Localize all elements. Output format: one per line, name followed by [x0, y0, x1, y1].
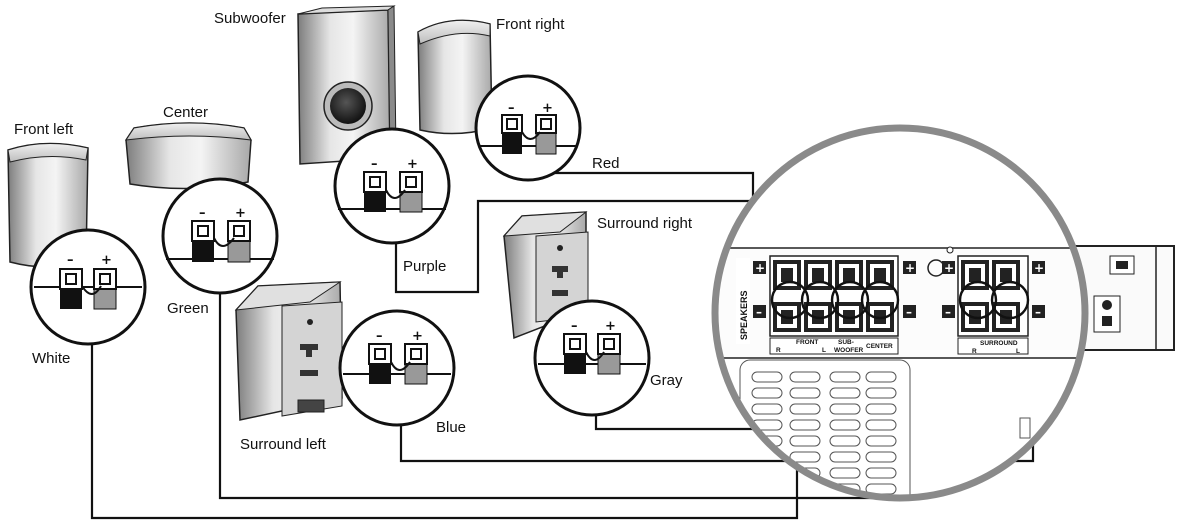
label-blue: Blue [436, 419, 466, 436]
panel-plus-left: + [755, 261, 765, 275]
fr-minus: – [508, 101, 515, 116]
sub-plus: + [407, 157, 418, 172]
label-purple: Purple [403, 258, 446, 275]
panel-plus-right-b: + [1034, 261, 1044, 275]
label-green: Green [167, 300, 209, 317]
panel-front-l: L [822, 347, 826, 354]
panel-front-r: R [776, 347, 781, 354]
sl-plus: + [412, 329, 423, 344]
label-surround-left: Surround left [240, 436, 327, 453]
label-front-right: Front right [496, 16, 565, 33]
subwoofer-speaker [297, 5, 397, 165]
center-speaker [124, 122, 252, 190]
fr-plus: + [542, 101, 553, 116]
center-terminal: – + [161, 177, 279, 295]
panel-minus-left: – [756, 305, 762, 319]
labels: Front left Center Subwoofer Front right … [14, 10, 693, 453]
surround-left-terminal: – + [338, 309, 456, 427]
sub-minus: – [371, 157, 378, 172]
sr-minus: – [571, 319, 578, 334]
label-white: White [32, 350, 70, 367]
panel-surround-l: L [1016, 348, 1020, 355]
front-right-speaker [417, 19, 493, 135]
panel-plus-right-a: + [944, 261, 954, 275]
front-right-terminal: – + [474, 74, 582, 182]
sr-plus: + [605, 319, 616, 334]
center-minus: – [199, 206, 206, 221]
panel-surround-r: R [972, 348, 977, 355]
front-left-terminal: – + [29, 228, 147, 346]
fl-minus: – [67, 253, 74, 268]
main-speaker-terminals [769, 255, 899, 337]
panel-surround-label: SURROUND [980, 340, 1018, 347]
label-front-left: Front left [14, 121, 74, 138]
wire-white [90, 300, 799, 520]
panel-front-label: FRONT [796, 339, 818, 346]
panel-plus-mid: + [905, 261, 915, 275]
label-surround-right: Surround right [597, 215, 693, 232]
speaker-panel-zoom: SPEAKERS + – + – R [711, 124, 1089, 502]
panel-woofer-label: WOOFER [834, 347, 864, 354]
label-center: Center [163, 104, 208, 121]
fl-plus: + [101, 253, 112, 268]
surround-left-speaker [234, 281, 343, 421]
panel-minus-right-a: – [945, 305, 951, 319]
label-subwoofer: Subwoofer [214, 10, 286, 27]
subwoofer-terminal: – + [333, 127, 451, 245]
sl-minus: – [376, 329, 383, 344]
surround-right-terminal: – + [533, 299, 651, 417]
terminal-callouts: – + – + – + [29, 74, 651, 427]
label-gray: Gray [650, 372, 683, 389]
label-red: Red [592, 155, 620, 172]
center-plus: + [235, 206, 246, 221]
panel-minus-mid: – [906, 305, 912, 319]
panel-center-label: CENTER [866, 343, 893, 350]
panel-speakers-label: SPEAKERS [739, 290, 749, 340]
panel-minus-right-b: – [1035, 305, 1041, 319]
panel-sub-label: SUB- [838, 339, 854, 346]
